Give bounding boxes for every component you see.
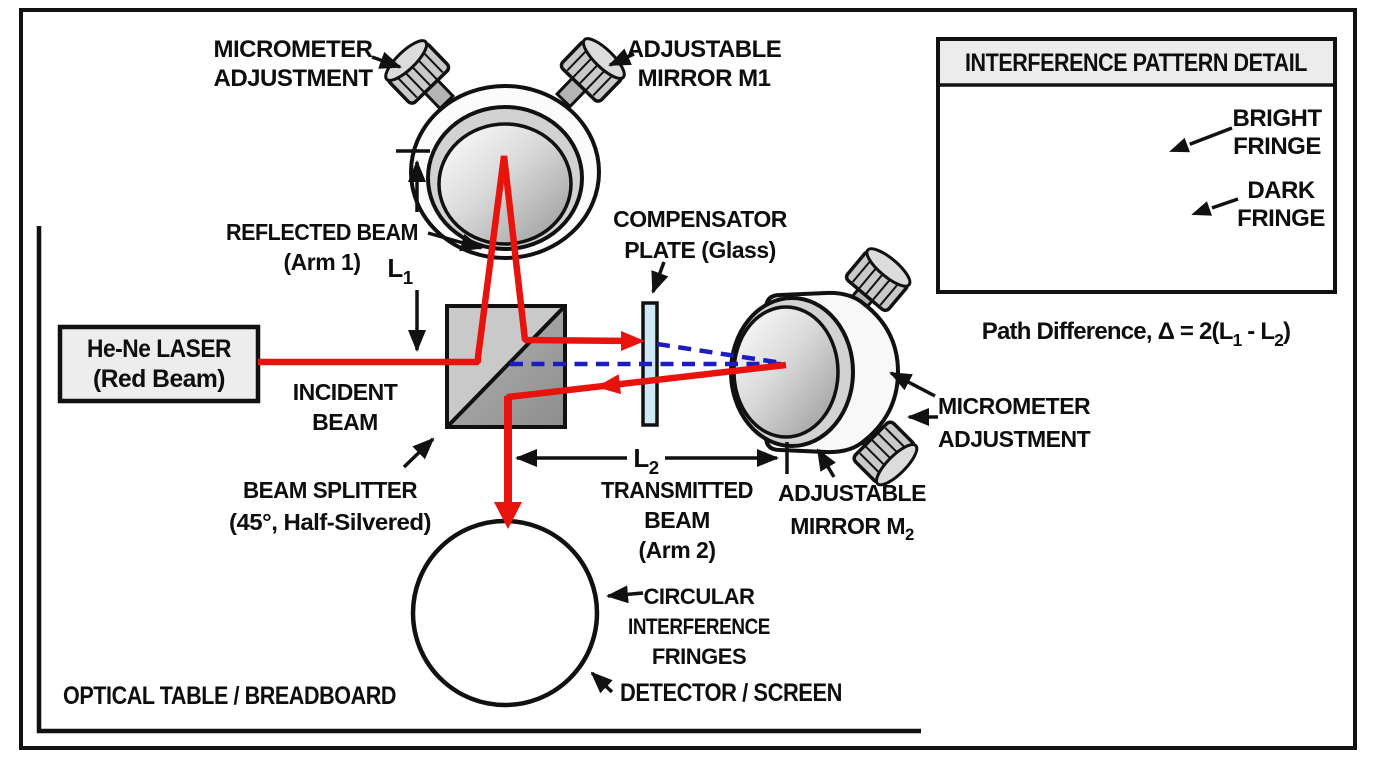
arrow-adjustable-m2 <box>816 448 836 478</box>
arrow-beam-splitter <box>402 437 435 469</box>
label-reflected-beam: REFLECTED BEAM (Arm 1) <box>226 219 419 275</box>
svg-text:REFLECTED BEAM: REFLECTED BEAM <box>226 219 418 245</box>
laser-label-line2: (Red Beam) <box>93 365 225 393</box>
svg-text:BEAM: BEAM <box>644 507 710 533</box>
laser-beam-incident-arm1 <box>258 155 635 366</box>
svg-text:FRINGE: FRINGE <box>1237 205 1325 232</box>
dimension-l1: L1 <box>387 149 430 352</box>
arrow-adjustable-m1 <box>608 48 635 67</box>
dimension-l2: L2 <box>515 442 789 478</box>
arrow-dark-fringe <box>1184 196 1216 219</box>
arrow-bright-fringe <box>1162 133 1194 155</box>
svg-text:ADJUSTABLE: ADJUSTABLE <box>627 36 782 63</box>
inset-title: INTERFERENCE PATTERN DETAIL <box>965 49 1307 77</box>
svg-text:INCIDENT: INCIDENT <box>293 379 398 405</box>
arrow-micrometer-m2-upper <box>889 371 936 398</box>
inset-border <box>936 37 1337 294</box>
arrow-circular-fringes <box>606 585 644 604</box>
path-difference-formula: Path Difference, Δ = 2(L1 - L2) <box>982 318 1290 350</box>
arrow-compensator <box>651 261 669 294</box>
label-incident-beam: INCIDENT BEAM <box>293 379 399 435</box>
svg-text:ADJUSTABLE: ADJUSTABLE <box>778 480 926 506</box>
svg-text:FRINGES: FRINGES <box>652 644 746 669</box>
beam-arrowhead-left <box>596 374 621 395</box>
beam-arrowhead-right <box>621 331 645 351</box>
arrow-reflected-beam <box>427 231 483 252</box>
label-optical-table: OPTICAL TABLE / BREADBOARD <box>63 682 396 710</box>
svg-text:(Arm 2): (Arm 2) <box>638 537 715 563</box>
svg-text:(Arm 1): (Arm 1) <box>283 249 360 275</box>
beam-splitter-diagonal <box>445 304 567 429</box>
svg-text:BRIGHT: BRIGHT <box>1233 105 1323 132</box>
svg-text:MICROMETER: MICROMETER <box>214 36 373 63</box>
l1-label: L1 <box>387 253 412 288</box>
label-compensator: COMPENSATOR PLATE (Glass) <box>613 206 788 263</box>
interference-pattern-inset: INTERFERENCE PATTERN DETAIL BRIGHT FRING… <box>936 37 1337 294</box>
label-bright-fringe: BRIGHT FRINGE <box>1162 105 1323 160</box>
svg-text:BEAM: BEAM <box>312 409 378 435</box>
svg-text:BEAM SPLITTER: BEAM SPLITTER <box>243 477 418 503</box>
label-dark-fringe: DARK FRINGE <box>1184 177 1326 232</box>
svg-text:ADJUSTMENT: ADJUSTMENT <box>938 426 1091 452</box>
label-adjustable-m1: ADJUSTABLE MIRROR M1 <box>627 36 783 92</box>
arrow-micrometer-m1 <box>371 51 402 69</box>
svg-text:(45°, Half-Silvered): (45°, Half-Silvered) <box>229 509 431 535</box>
svg-text:INTERFERENCE: INTERFERENCE <box>628 614 770 639</box>
arrow-detector-screen <box>590 671 614 694</box>
l2-label: L2 <box>633 443 658 478</box>
label-micrometer-m1: MICROMETER ADJUSTMENT <box>213 36 373 92</box>
label-beam-splitter: BEAM SPLITTER (45°, Half-Silvered) <box>229 477 432 535</box>
svg-text:FRINGE: FRINGE <box>1233 133 1321 160</box>
svg-text:CIRCULAR: CIRCULAR <box>644 584 755 609</box>
svg-text:DARK: DARK <box>1247 177 1315 204</box>
label-transmitted-beam: TRANSMITTED BEAM (Arm 2) <box>601 477 754 563</box>
svg-text:PLATE (Glass): PLATE (Glass) <box>624 237 776 263</box>
laser-label-line1: He-Ne LASER <box>87 335 231 363</box>
svg-text:MICROMETER: MICROMETER <box>938 393 1091 419</box>
detector-white-ring <box>414 522 596 704</box>
svg-text:MIRROR M1: MIRROR M1 <box>638 65 771 92</box>
beam-arrowhead-down <box>494 502 522 529</box>
svg-text:ADJUSTMENT: ADJUSTMENT <box>213 65 373 92</box>
svg-text:MIRROR M2: MIRROR M2 <box>790 513 914 544</box>
label-circular-fringes: CIRCULAR INTERFERENCE FRINGES <box>628 584 771 669</box>
optical-table-outline <box>36 226 921 734</box>
svg-text:COMPENSATOR: COMPENSATOR <box>613 206 788 232</box>
label-micrometer-m2: MICROMETER ADJUSTMENT <box>938 393 1092 452</box>
label-detector-screen: DETECTOR / SCREEN <box>620 679 842 707</box>
svg-text:TRANSMITTED: TRANSMITTED <box>601 477 753 503</box>
adjustable-mirror-m2 <box>729 241 924 492</box>
label-adjustable-m2: ADJUSTABLE MIRROR M2 <box>778 480 927 544</box>
